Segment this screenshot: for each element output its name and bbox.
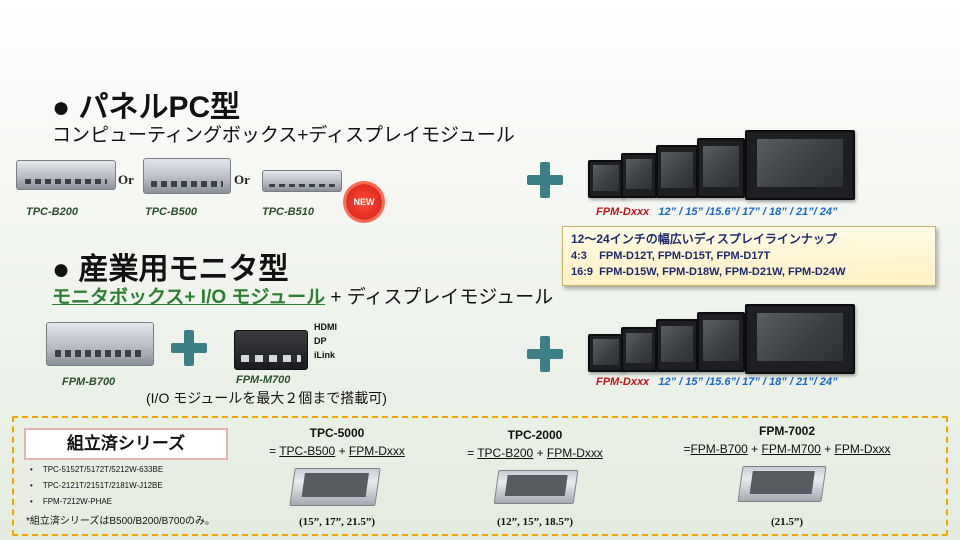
io-port-list: HDMI DP iLink <box>314 320 337 362</box>
combo-part: FPM-B700 <box>690 442 748 456</box>
lineup-title: 12～24インチの幅広いディスプレイラインナップ <box>571 232 837 246</box>
monitor-box-io-text: モニタボックス+ I/O モジュール <box>52 287 326 308</box>
panel-pc-subheading: コンピューティングボックス+ディスプレイモジュール <box>52 125 515 146</box>
new-badge: NEW <box>346 184 382 220</box>
plus-icon <box>527 336 563 372</box>
combo-part: TPC-B500 <box>279 444 336 458</box>
combo-part: FPM-Dxxx <box>348 444 405 458</box>
plus-icon <box>171 330 207 366</box>
fpm-sizes: 12” / 15” /15.6”/ 17” / 18” / 21”/ 24” <box>658 376 838 388</box>
industrial-monitor-subheading: モニタボックス+ I/O モジュール + ディスプレイモジュール <box>52 282 553 309</box>
monitor-17-image <box>656 145 698 198</box>
tpc-5000-image <box>289 468 381 506</box>
tpc-b500-image <box>143 158 231 194</box>
lineup-models: FPM-D15W, FPM-D18W, FPM-D21W, FPM-D24W <box>599 266 846 278</box>
combo-sizes: (21.5”) <box>770 516 804 528</box>
lineup-ratio: 4:3 <box>571 250 587 262</box>
lineup-row: 4:3 FPM-D12T, FPM-D15T, FPM-D17T <box>571 248 927 264</box>
combo-prefix: = <box>683 442 691 456</box>
tpc-2000-image <box>493 470 579 504</box>
industrial-monitor-heading: ● 産業用モニタ型 <box>52 253 289 286</box>
combo-title: FPM-7002 <box>758 424 816 438</box>
list-item: FPM-7212W-PHAE <box>24 494 163 510</box>
product-label: TPC-B200 <box>26 206 78 218</box>
monitor-24-image <box>745 130 855 200</box>
combo-part: TPC-B200 <box>477 446 534 460</box>
fpm-model: FPM-Dxxx <box>596 206 650 218</box>
monitor-12-image <box>588 160 624 198</box>
combo-part: FPM-M700 <box>761 442 821 456</box>
monitor-12-image <box>588 334 624 372</box>
product-label: TPC-B500 <box>145 206 197 218</box>
fpm-b700-image <box>46 322 154 366</box>
assembled-series-title: 組立済シリーズ <box>24 428 228 460</box>
display-module-text: + ディスプレイモジュール <box>330 287 554 308</box>
fpm-caption: FPM-Dxxx 12” / 15” /15.6”/ 17” / 18” / 2… <box>596 206 838 218</box>
io-port: DP <box>314 336 327 346</box>
assembled-footnote: *組立済シリーズはB500/B200/B700のみ。 <box>26 516 216 527</box>
product-label: TPC-B510 <box>262 206 314 218</box>
display-lineup-box: 12～24インチの幅広いディスプレイラインナップ 4:3 FPM-D12T, F… <box>562 226 936 286</box>
monitor-18-image <box>697 312 745 372</box>
assembled-series-box <box>12 416 948 536</box>
fpm-sizes: 12” / 15” /15.6”/ 17” / 18” / 21”/ 24” <box>658 206 838 218</box>
lineup-ratio: 16:9 <box>571 266 594 278</box>
product-label: FPM-B700 <box>62 376 116 388</box>
combo-equation: =FPM-B700 + FPM-M700 + FPM-Dxxx <box>683 442 891 456</box>
panel-pc-heading: ● パネルPC型 <box>52 91 241 124</box>
combo-prefix: = <box>269 444 280 458</box>
or-label: Or <box>234 172 250 187</box>
tpc-b510-image <box>262 170 342 192</box>
fpm-7002-image <box>737 466 827 502</box>
combo-equation: = TPC-B500 + FPM-Dxxx <box>269 444 405 458</box>
or-label: Or <box>118 172 134 187</box>
combo-part: FPM-Dxxx <box>834 442 891 456</box>
product-label: FPM-M700 <box>236 374 291 386</box>
combo-equation: = TPC-B200 + FPM-Dxxx <box>467 446 603 460</box>
fpm-m700-image <box>234 330 308 370</box>
monitor-24-image <box>745 304 855 374</box>
monitor-18-image <box>697 138 745 198</box>
io-port: HDMI <box>314 322 337 332</box>
assembled-model-list: TPC-5152T/5172T/5212W-633BE TPC-2121T/21… <box>24 462 163 510</box>
monitor-15-image <box>621 327 657 372</box>
combo-sizes: (15”, 17”, 21.5”) <box>298 516 376 528</box>
monitor-15-image <box>621 153 657 198</box>
combo-part: FPM-Dxxx <box>546 446 603 460</box>
lineup-row: 16:9 FPM-D15W, FPM-D18W, FPM-D21W, FPM-D… <box>571 264 927 280</box>
fpm-caption: FPM-Dxxx 12” / 15” /15.6”/ 17” / 18” / 2… <box>596 376 838 388</box>
list-item: TPC-5152T/5172T/5212W-633BE <box>24 462 163 478</box>
io-module-note: (I/O モジュールを最大２個まで搭載可) <box>146 390 387 406</box>
io-port: iLink <box>314 350 336 360</box>
list-item: TPC-2121T/2151T/2181W-J12BE <box>24 478 163 494</box>
combo-sizes: (12”, 15”, 18.5”) <box>496 516 574 528</box>
combo-title: TPC-5000 <box>309 426 365 440</box>
combo-prefix: = <box>467 446 478 460</box>
monitor-17-image <box>656 319 698 372</box>
lineup-models: FPM-D12T, FPM-D15T, FPM-D17T <box>599 250 771 262</box>
tpc-b200-image <box>16 160 116 190</box>
combo-title: TPC-2000 <box>507 428 563 442</box>
fpm-model: FPM-Dxxx <box>596 376 650 388</box>
plus-icon <box>527 162 563 198</box>
